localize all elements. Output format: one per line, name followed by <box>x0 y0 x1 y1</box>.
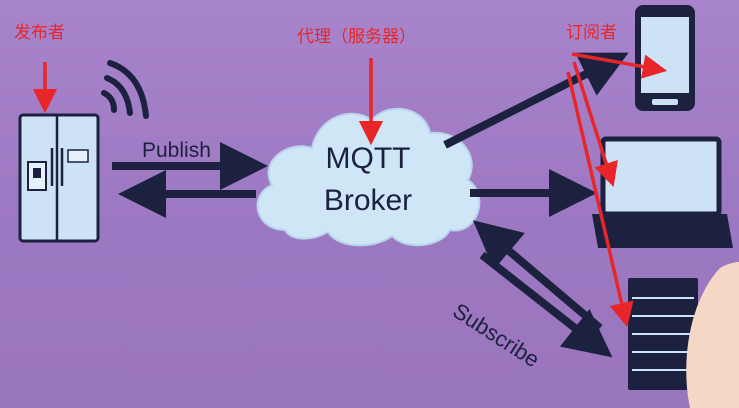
subscriber-annotation-arrow-laptop <box>572 61 618 188</box>
publisher-annotation: 发布者 <box>14 23 65 43</box>
broker-cloud <box>256 107 481 247</box>
broker-to-phone-arrow <box>443 52 629 149</box>
publish-label: Publish <box>142 139 211 162</box>
subscribe-response-arrow <box>479 251 613 358</box>
server-icon <box>628 278 698 390</box>
subscribers-annotation: 订阅者 <box>566 23 617 43</box>
smartphone-icon <box>635 5 695 111</box>
subscriber-annotation-arrow-phone <box>571 52 668 79</box>
subscriber-annotation-arrow-server <box>566 71 634 328</box>
broker-label-line1: MQTT <box>325 142 411 175</box>
laptop-icon <box>592 136 733 248</box>
broker-annotation: 代理（服务器） <box>297 27 416 47</box>
wifi-signal-icon <box>101 60 149 119</box>
broker-label-line2: Broker <box>323 184 413 217</box>
subscribe-request-arrow <box>472 220 603 332</box>
refrigerator-icon <box>18 113 100 243</box>
presenter-shoulder <box>686 262 739 408</box>
